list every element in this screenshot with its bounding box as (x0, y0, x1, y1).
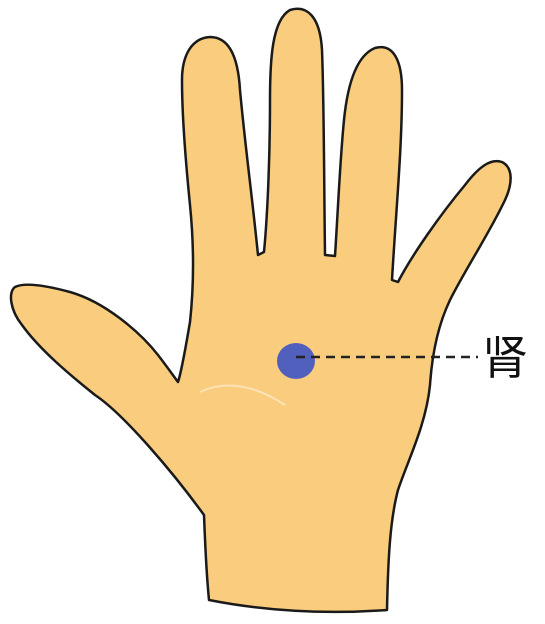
point-label: 肾 (482, 331, 528, 385)
kidney-point-marker (277, 343, 315, 379)
hand-shape (11, 9, 511, 612)
